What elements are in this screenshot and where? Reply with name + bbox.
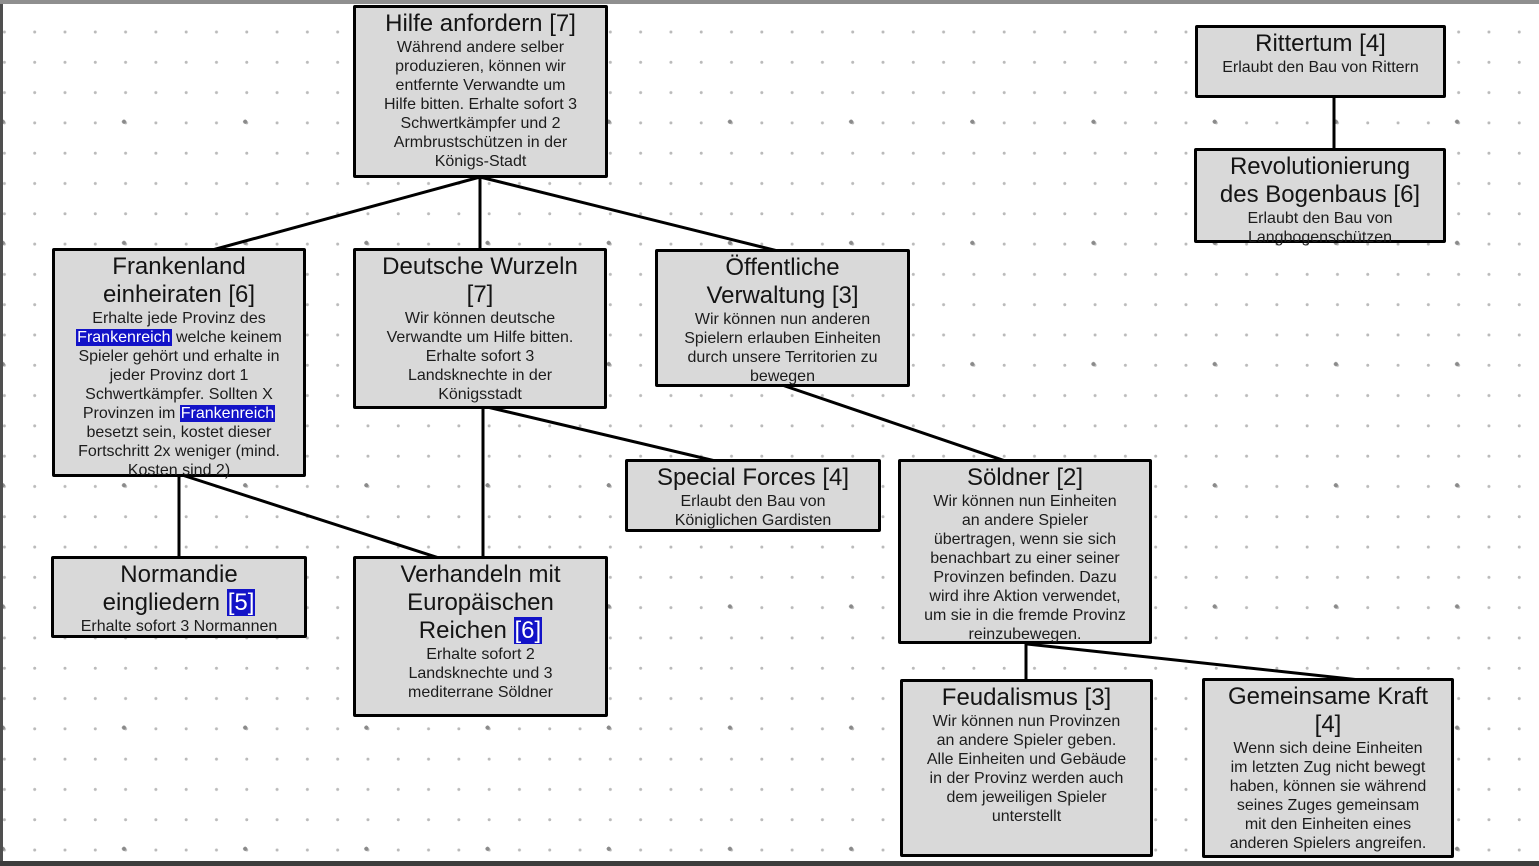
tech-node-revolutionierung-des-bogenbaus[interactable]: Revolutionierung des Bogenbaus [6] Erlau… — [1194, 148, 1446, 246]
tech-node-desc: Wir können nun anderen Spielern erlauben… — [684, 311, 881, 385]
tech-node-title: Frankenland einheiraten [6] — [102, 253, 256, 308]
tech-node-title: Feudalismus [3] — [941, 684, 1112, 711]
tech-node-desc: Erhalte sofort 2 Landsknechte und 3 medi… — [408, 646, 553, 701]
tech-node-desc: Wir können deutsche Verwandte um Hilfe b… — [386, 310, 574, 403]
tech-node-title: Rittertum [4] — [1255, 30, 1386, 57]
tech-node-title: Deutsche Wurzeln [7] — [382, 253, 578, 308]
tech-node-title: Söldner [2] — [966, 464, 1084, 491]
tech-node-desc: Während andere selber produzieren, könne… — [384, 39, 577, 170]
tech-node-desc: Erhalte jede Provinz des Frankenreich we… — [76, 310, 282, 479]
tech-node-rittertum[interactable]: Rittertum [4] Erlaubt den Bau von Ritter… — [1195, 25, 1446, 98]
tech-node-frankenland-einheiraten[interactable]: Frankenland einheiraten [6] Erhalte jede… — [52, 248, 306, 479]
tech-node-desc: Erlaubt den Bau von Rittern — [1222, 59, 1419, 76]
tech-node-soeldner[interactable]: Söldner [2] Wir können nun Einheiten an … — [898, 459, 1152, 644]
window-top-border — [0, 0, 1539, 4]
tech-node-title: Normandie eingliedern [5] — [102, 561, 256, 616]
tech-node-deutsche-wurzeln[interactable]: Deutsche Wurzeln [7] Wir können deutsche… — [353, 248, 607, 409]
tech-node-special-forces[interactable]: Special Forces [4] Erlaubt den Bau von K… — [625, 459, 881, 532]
tech-node-desc: Wir können nun Provinzen an andere Spiel… — [926, 713, 1127, 825]
tech-node-desc: Wenn sich deine Einheiten im letzten Zug… — [1229, 740, 1427, 852]
tech-node-verhandeln-mit-europaeischen-reichen[interactable]: Verhandeln mit Europäischen Reichen [6] … — [353, 556, 608, 717]
tech-node-title: Gemeinsame Kraft [4] — [1227, 683, 1429, 738]
tech-node-gemeinsame-kraft[interactable]: Gemeinsame Kraft [4] Wenn sich deine Ein… — [1202, 678, 1454, 858]
tech-node-title: Revolutionierung des Bogenbaus [6] — [1219, 153, 1421, 208]
tech-node-desc: Erlaubt den Bau von Königlichen Gardiste… — [674, 493, 832, 529]
edge-hilfe-frankenland — [204, 175, 481, 254]
tech-node-desc: Erlaubt den Bau von Langbogenschützen — [1247, 210, 1393, 246]
edge-oeffentliche-soeldner — [781, 383, 1021, 468]
tech-node-hilfe-anfordern[interactable]: Hilfe anfordern [7] Während andere selbe… — [353, 5, 608, 178]
tech-node-desc: Wir können nun Einheiten an andere Spiel… — [924, 493, 1126, 643]
tech-node-feudalismus[interactable]: Feudalismus [3] Wir können nun Provinzen… — [900, 679, 1153, 857]
window-bottom-border — [0, 861, 1539, 866]
edge-soeldner-gemeinsame-kraft — [1026, 642, 1361, 682]
tech-node-desc: Erhalte sofort 3 Normannen — [80, 618, 278, 635]
tech-node-title: Öffentliche Verwaltung [3] — [706, 254, 859, 309]
tech-node-title: Verhandeln mit Europäischen Reichen [6] — [400, 561, 561, 644]
edge-frankenland-verhandeln — [178, 472, 471, 570]
tech-node-normandie-eingliedern[interactable]: Normandie eingliedern [5] Erhalte sofort… — [51, 556, 307, 638]
tech-node-title: Hilfe anfordern [7] — [385, 10, 576, 37]
tech-node-title: Special Forces [4] — [656, 464, 850, 491]
edge-deutsche-special-forces — [482, 404, 746, 470]
edge-hilfe-oeffentliche-verwaltung — [479, 175, 791, 256]
tech-node-oeffentliche-verwaltung[interactable]: Öffentliche Verwaltung [3] Wir können nu… — [655, 249, 910, 387]
window-left-border — [0, 4, 3, 866]
